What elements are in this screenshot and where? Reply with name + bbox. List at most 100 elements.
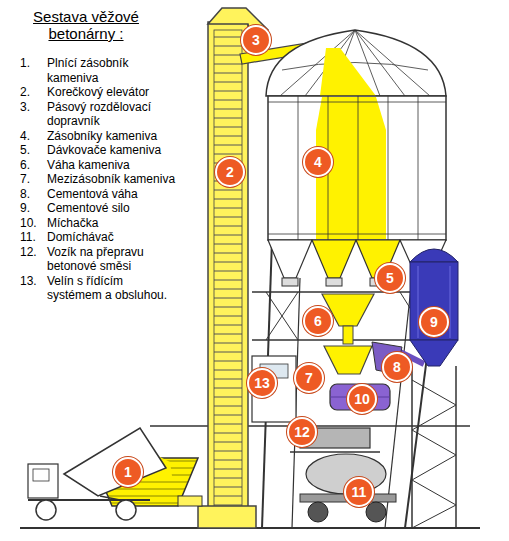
silo-frame	[411, 366, 413, 528]
silo-cone	[312, 240, 356, 278]
chute	[343, 326, 353, 344]
list-number: 1.	[20, 56, 47, 71]
callout-number: 10	[347, 384, 377, 414]
list-number: 5.	[20, 143, 47, 158]
truck-cab	[28, 464, 58, 498]
elevator-boot	[198, 506, 256, 528]
part-name: Míchačka	[47, 216, 181, 231]
callout-number: 2	[215, 157, 245, 187]
callout-number: 11	[344, 477, 374, 507]
parts-row: 12.Vozík na přepravu betonové směsi	[20, 245, 185, 274]
callout-text: 10	[354, 392, 370, 406]
aggregate-silo	[268, 96, 446, 240]
parts-row: 5.Dávkovače kameniva	[20, 143, 185, 158]
truck-wheel	[116, 500, 136, 520]
silo-ribs	[268, 96, 446, 240]
callout-text: 11	[352, 485, 367, 499]
platform-line	[252, 339, 410, 341]
truck-wheel	[366, 502, 386, 522]
feeder-gate	[282, 278, 298, 286]
part-name: Plnící zásobník kameniva	[47, 56, 181, 85]
dome-lattice	[280, 30, 430, 96]
silo-frame-brace	[412, 380, 456, 528]
list-number: 13.	[20, 274, 47, 289]
dump-body	[64, 428, 166, 496]
list-number: 6.	[20, 158, 47, 173]
part-name: Cementová váha	[47, 187, 181, 202]
part-name: Korečkový elevátor	[47, 85, 181, 100]
part-name: Dávkovače kameniva	[47, 143, 181, 158]
list-number: 11.	[20, 230, 47, 245]
parts-row: 3.Pásový rozdělovací dopravník	[20, 100, 185, 129]
callout-text: 1	[124, 465, 132, 479]
part-name: Pásový rozdělovací dopravník	[47, 100, 181, 129]
diagram-title: Sestava věžové betonárny :	[22, 8, 150, 42]
parts-row: 8.Cementová váha	[20, 187, 185, 202]
callout-number: 13	[247, 368, 277, 398]
list-number: 2.	[20, 85, 47, 100]
aggregate-stream	[320, 48, 376, 96]
truck-wheel	[308, 502, 328, 522]
callout-number: 4	[303, 147, 333, 177]
callout-text: 2	[226, 165, 234, 179]
list-number: 4.	[20, 129, 47, 144]
part-name: Domíchávač	[47, 230, 181, 245]
parts-list: 1.Plnící zásobník kameniva2.Korečkový el…	[20, 56, 185, 303]
list-number: 9.	[20, 201, 47, 216]
callout-text: 9	[430, 315, 438, 329]
parts-row: 4.Zásobníky kameniva	[20, 129, 185, 144]
callout-text: 4	[314, 155, 322, 169]
dump-hinge	[100, 496, 120, 500]
callout-text: 12	[294, 425, 310, 439]
cement-silo	[410, 262, 458, 340]
part-name: Mezizásobník kameniva	[47, 172, 181, 187]
hopper-outlet	[178, 496, 202, 506]
list-number: 3.	[20, 100, 47, 115]
parts-row: 6.Váha kameniva	[20, 158, 185, 173]
truck-wheel	[36, 500, 56, 520]
part-name: Váha kameniva	[47, 158, 181, 173]
callout-number: 9	[419, 307, 449, 337]
part-name: Vozík na přepravu betonové směsi	[47, 245, 181, 274]
part-name: Velín s řídícím systémem a obsluhou.	[47, 274, 181, 303]
parts-row: 9.Cementové silo	[20, 201, 185, 216]
callout-number: 3	[241, 25, 271, 55]
silo-highlight	[418, 266, 450, 338]
truck-window	[33, 469, 49, 481]
parts-row: 7.Mezizásobník kameniva	[20, 172, 185, 187]
silo-frame	[455, 366, 457, 528]
callout-number: 6	[303, 306, 333, 336]
callout-number: 7	[294, 363, 324, 393]
callout-number: 12	[287, 417, 317, 447]
part-name: Cementové silo	[47, 201, 181, 216]
list-number: 12.	[20, 245, 47, 260]
callout-text: 13	[254, 376, 270, 390]
parts-row: 1.Plnící zásobník kameniva	[20, 56, 185, 85]
cart-rail	[290, 451, 380, 453]
callout-text: 8	[393, 360, 401, 374]
list-number: 8.	[20, 187, 47, 202]
silo-cone	[268, 240, 312, 278]
callout-text: 6	[314, 314, 322, 328]
parts-row: 13.Velín s řídícím systémem a obsluhou.	[20, 274, 185, 303]
callout-number: 5	[375, 263, 405, 293]
elevator-chain	[214, 30, 242, 520]
parts-row: 10.Míchačka	[20, 216, 185, 231]
cement-silo-cone	[410, 340, 458, 366]
list-number: 7.	[20, 172, 47, 187]
part-name: Zásobníky kameniva	[47, 129, 181, 144]
parts-row: 11.Domíchávač	[20, 230, 185, 245]
cement-silo-roof	[410, 249, 458, 262]
silo-dome	[266, 30, 446, 96]
callout-text: 5	[386, 271, 394, 285]
list-number: 10.	[20, 216, 47, 231]
callout-text: 7	[305, 371, 313, 385]
elevator-shaft	[208, 22, 248, 528]
brace-line	[266, 292, 298, 340]
callout-text: 3	[252, 33, 260, 47]
parts-row: 2.Korečkový elevátor	[20, 85, 185, 100]
intermediate-hopper	[324, 346, 372, 374]
